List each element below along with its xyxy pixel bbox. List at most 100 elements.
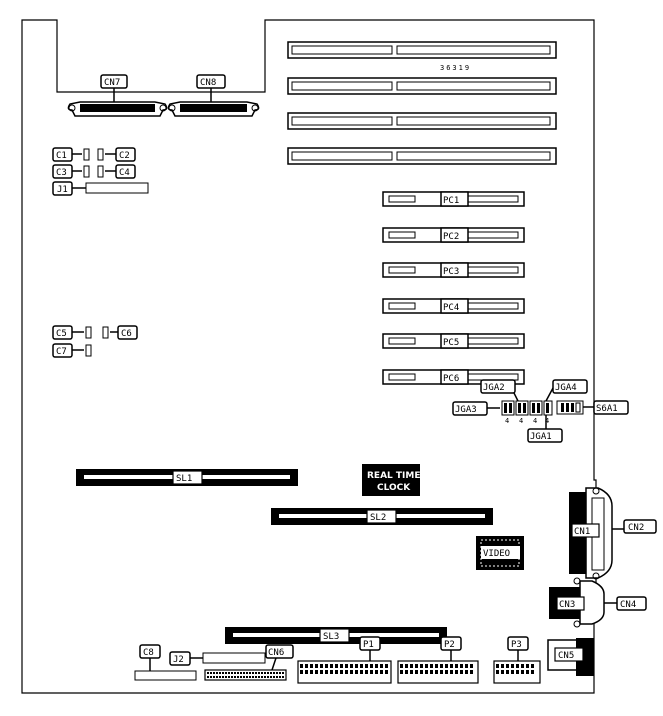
svg-text:VIDEO: VIDEO: [483, 549, 510, 559]
header-pin: [345, 670, 348, 674]
svg-text:4: 4: [533, 417, 539, 425]
header-pin: [216, 672, 218, 674]
svg-text:PC5: PC5: [443, 338, 459, 348]
header-pin: [450, 670, 453, 674]
jumper-c8: C8: [134, 644, 197, 681]
header-pin: [420, 670, 423, 674]
header-pin: [216, 676, 218, 678]
svg-text:CN2: CN2: [628, 523, 644, 533]
svg-text:C5: C5: [56, 329, 67, 339]
header-pin: [267, 672, 269, 674]
header-pin: [273, 676, 275, 678]
header-pin: [425, 664, 428, 668]
svg-text:C1: C1: [56, 151, 67, 161]
header-pin: [521, 670, 524, 674]
header-pin: [264, 672, 266, 674]
jumper-c1: C1: [52, 147, 90, 162]
header-pin: [455, 670, 458, 674]
header-pin: [460, 670, 463, 674]
pc-slots: PC1 PC2 PC3 PC4 PC5: [382, 191, 525, 385]
simm-sockets: [287, 41, 557, 165]
jumper-c7: C7: [52, 343, 92, 358]
header-pin: [225, 676, 227, 678]
svg-text:PC2: PC2: [443, 232, 459, 242]
svg-text:PC4: PC4: [443, 303, 459, 313]
header-pin: [450, 664, 453, 668]
svg-text:C2: C2: [119, 151, 130, 161]
header-pin: [258, 672, 260, 674]
header-pin: [365, 664, 368, 668]
header-pin: [222, 676, 224, 678]
cn1-connector: CN1: [569, 487, 613, 580]
svg-text:J2: J2: [173, 655, 184, 665]
header-pin: [355, 664, 358, 668]
jumper-c5: C5: [52, 325, 92, 340]
svg-text:P3: P3: [511, 640, 522, 650]
header-pin: [213, 672, 215, 674]
header-pin: [425, 670, 428, 674]
header-pin: [325, 670, 328, 674]
header-pin: [496, 670, 499, 674]
svg-text:SL1: SL1: [176, 474, 192, 484]
header-pin: [430, 664, 433, 668]
header-pin: [240, 672, 242, 674]
header-pin: [365, 670, 368, 674]
slot-pc3: PC3: [382, 262, 525, 278]
header-pin: [335, 670, 338, 674]
svg-text:4: 4: [505, 417, 511, 425]
header-pin: [420, 664, 423, 668]
jumper-c4: C4: [97, 164, 136, 179]
svg-text:CN5: CN5: [558, 651, 574, 661]
header-pin: [400, 670, 403, 674]
header-pin: [440, 664, 443, 668]
header-pin: [405, 670, 408, 674]
header-pin: [516, 670, 519, 674]
svg-text:CN3: CN3: [559, 600, 575, 610]
header-pin: [526, 664, 529, 668]
cn7-connector: CN7: [67, 74, 168, 117]
header-pin: [231, 676, 233, 678]
header-pin: [228, 672, 230, 674]
header-pin: [335, 664, 338, 668]
svg-text:REAL TIME: REAL TIME: [367, 471, 421, 481]
header-pin: [213, 676, 215, 678]
board-code-label: 36319: [440, 64, 471, 72]
header-pin: [531, 670, 534, 674]
header-pin: [207, 676, 209, 678]
svg-text:4: 4: [519, 417, 525, 425]
header-pin: [330, 670, 333, 674]
header-pin: [282, 676, 284, 678]
header-pin: [455, 664, 458, 668]
cn7-label: CN7: [104, 78, 120, 88]
header-pin: [360, 664, 363, 668]
slot-pc2: PC2: [382, 227, 525, 243]
svg-text:4: 4: [545, 417, 551, 425]
svg-text:C8: C8: [143, 648, 154, 658]
header-pin: [380, 670, 383, 674]
header-pin: [350, 670, 353, 674]
header-pin: [255, 672, 257, 674]
header-pin: [261, 676, 263, 678]
header-pin: [340, 664, 343, 668]
header-pin: [385, 670, 388, 674]
svg-text:JGA3: JGA3: [455, 405, 477, 415]
svg-text:PC3: PC3: [443, 267, 459, 277]
svg-text:CN4: CN4: [620, 600, 636, 610]
port-p3: P3: [493, 636, 541, 684]
cn2-connector-label: CN2: [612, 519, 657, 534]
header-pin: [516, 664, 519, 668]
header-pin: [237, 676, 239, 678]
header-pin: [246, 676, 248, 678]
header-pin: [370, 664, 373, 668]
header-pin: [267, 676, 269, 678]
header-pin: [340, 670, 343, 674]
svg-text:JGA2: JGA2: [483, 383, 505, 393]
header-pin: [305, 670, 308, 674]
svg-text:SL3: SL3: [323, 632, 339, 642]
header-pin: [506, 664, 509, 668]
header-pin: [246, 672, 248, 674]
slot-sl1: SL1: [76, 469, 298, 486]
jumper-c2: C2: [97, 147, 136, 162]
header-pin: [300, 670, 303, 674]
header-pin: [511, 670, 514, 674]
